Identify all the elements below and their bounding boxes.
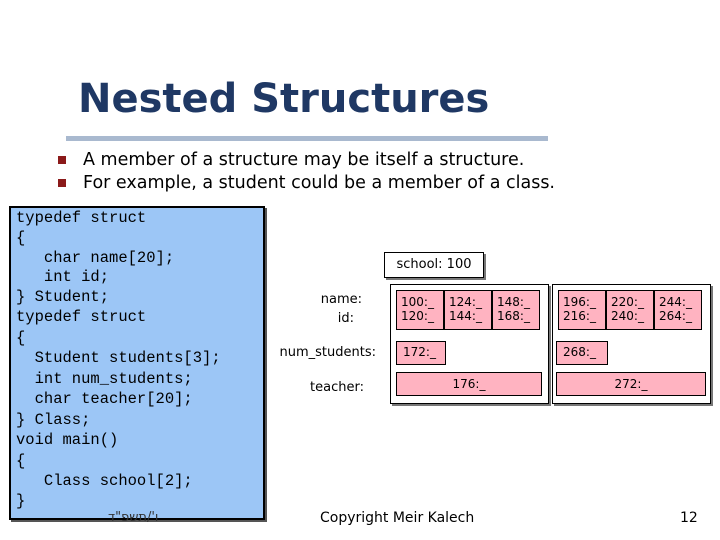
memory-address: 196:_ [563,295,596,309]
code-line: typedef struct [16,308,147,326]
teacher-cell: 176:_ [396,372,542,396]
name-label: name: [320,292,362,307]
code-line: Student students[3]; [16,349,221,367]
memory-address: 148:_ [497,295,530,309]
title-underline [66,136,548,141]
student-cell: 148:_ 168:_ [492,290,540,330]
bullet-text-2: For example, a student could be a member… [83,173,555,193]
slide-title: Nested Structures [78,76,490,122]
code-line: } Student; [16,288,110,306]
memory-address: 168:_ [497,309,530,323]
memory-address: 240:_ [611,309,644,323]
num-students-cell: 268:_ [556,341,608,365]
num-students-label: num_students: [279,345,377,360]
page-number: 12 [680,510,698,526]
code-block: typedef struct { char name[20]; int id; … [9,206,265,520]
code-line: int num_students; [16,370,193,388]
memory-address: 144:_ [449,309,482,323]
student-cell: 100:_ 120:_ [396,290,444,330]
code-line: void main() [16,431,119,449]
memory-address: 216:_ [563,309,596,323]
code-line: { [16,329,26,347]
memory-address: 220:_ [611,295,644,309]
footer-date: ו'/תשפ"ד [108,510,159,525]
memory-address: 244:_ [659,295,692,309]
student-cell: 244:_ 264:_ [654,290,702,330]
code-line: { [16,452,26,470]
memory-address: 120:_ [401,309,434,323]
id-label: id: [337,311,354,326]
student-cell: 220:_ 240:_ [606,290,654,330]
code-line: } [16,492,26,510]
footer-copyright: Copyright Meir Kalech [320,510,475,526]
code-line: typedef struct [16,209,147,227]
school-label: school: 100 [384,252,484,278]
code-line: char name[20]; [16,249,175,267]
code-line: char teacher[20]; [16,390,193,408]
memory-address: 100:_ [401,295,434,309]
teacher-label: teacher: [310,380,364,395]
code-line: int id; [16,268,110,286]
code-line: } Class; [16,411,91,429]
code-line: Class school[2]; [16,472,193,490]
memory-address: 124:_ [449,295,482,309]
bullet-text-1: A member of a structure may be itself a … [83,150,525,170]
bullet-square-icon [58,156,66,164]
memory-address: 264:_ [659,309,692,323]
teacher-cell: 272:_ [556,372,706,396]
code-line: { [16,229,26,247]
bullet-square-icon [58,179,66,187]
student-cell: 196:_ 216:_ [558,290,606,330]
student-cell: 124:_ 144:_ [444,290,492,330]
num-students-cell: 172:_ [396,341,446,365]
